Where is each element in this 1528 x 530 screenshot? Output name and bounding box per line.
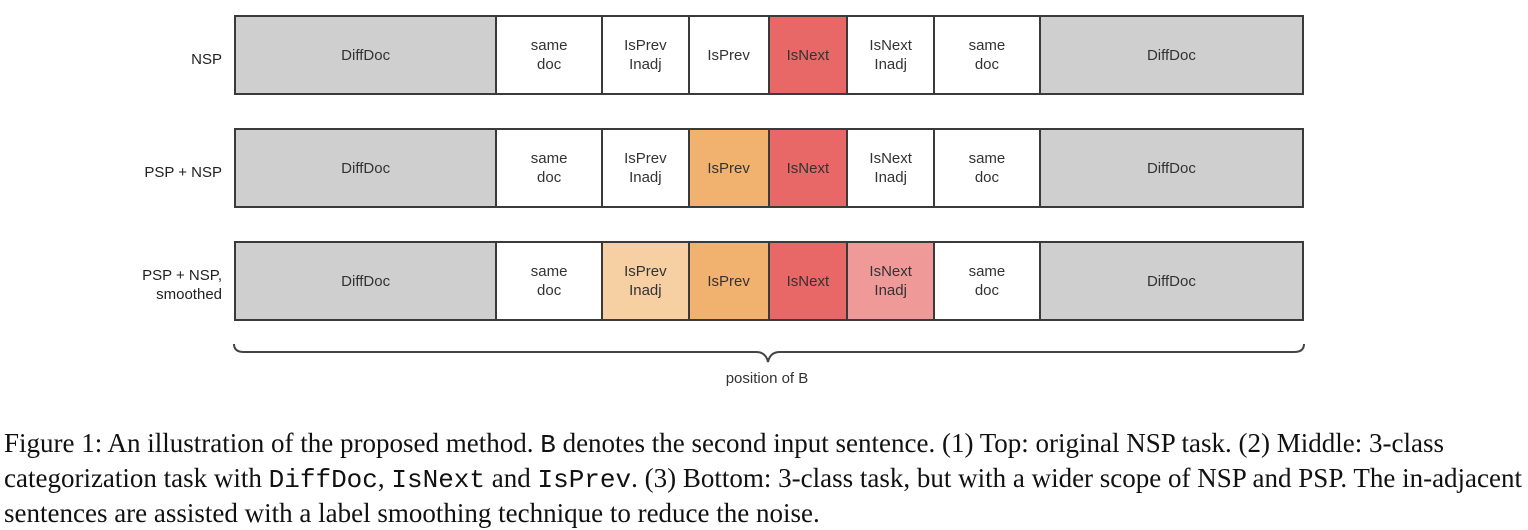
cell-isnext: IsNext <box>769 243 849 319</box>
caption-text: denotes the second input sentence. (1) T… <box>4 428 1445 493</box>
cell-isprev: IsPrev <box>689 17 770 93</box>
cell-isnext: IsNext <box>769 17 849 93</box>
cell-diffdoc: DiffDoc <box>1040 243 1303 319</box>
row-label-nsp: NSP <box>191 51 222 68</box>
cell-isnext-inadj: IsNext Inadj <box>848 130 936 206</box>
figure-caption: Figure 1: An illustration of the propose… <box>4 427 1522 530</box>
cell-diffdoc: DiffDoc <box>236 17 498 93</box>
caption-text: . (3) Bottom: 3-class task, but with a w… <box>4 463 1523 528</box>
cell-isprev-inadj: IsPrev Inadj <box>602 130 690 206</box>
row-psp-nsp: DiffDoc same doc IsPrev Inadj IsPrev IsN… <box>234 128 1304 208</box>
cell-diffdoc: DiffDoc <box>236 130 498 206</box>
caption-text: and <box>485 463 538 493</box>
row-nsp: DiffDoc same doc IsPrev Inadj IsPrev IsN… <box>234 15 1304 95</box>
brace-label: position of B <box>725 370 809 387</box>
cell-isnext-inadj: IsNext Inadj <box>848 243 936 319</box>
cell-same-doc: same doc <box>935 243 1041 319</box>
cell-same-doc: same doc <box>497 130 603 206</box>
row-label-psp-nsp-smoothed: PSP + NSP, smoothed <box>142 267 222 303</box>
caption-text: Figure 1: An illustration of the propose… <box>4 428 541 458</box>
cell-isnext-inadj: IsNext Inadj <box>848 17 936 93</box>
cell-diffdoc: DiffDoc <box>1040 130 1303 206</box>
cell-isnext: IsNext <box>769 130 849 206</box>
cell-same-doc: same doc <box>935 17 1041 93</box>
caption-code-isnext: IsNext <box>391 465 486 495</box>
cell-diffdoc: DiffDoc <box>236 243 498 319</box>
row-psp-nsp-smoothed: DiffDoc same doc IsPrev Inadj IsPrev IsN… <box>234 241 1304 321</box>
caption-code-isprev: IsPrev <box>537 465 632 495</box>
cell-diffdoc: DiffDoc <box>1040 17 1303 93</box>
cell-same-doc: same doc <box>497 243 603 319</box>
cell-isprev-inadj: IsPrev Inadj <box>602 17 690 93</box>
cell-isprev: IsPrev <box>689 243 770 319</box>
method-figure: NSP DiffDoc same doc IsPrev Inadj IsPrev… <box>142 15 1305 387</box>
cell-same-doc: same doc <box>935 130 1041 206</box>
cell-same-doc: same doc <box>497 17 603 93</box>
cell-isprev-inadj: IsPrev Inadj <box>602 243 690 319</box>
caption-text: , <box>377 463 392 493</box>
caption-code-b: B <box>540 430 556 460</box>
cell-isprev: IsPrev <box>689 130 770 206</box>
caption-code-diffdoc: DiffDoc <box>268 465 378 495</box>
position-brace <box>233 343 1305 363</box>
row-label-psp-nsp: PSP + NSP <box>144 164 222 181</box>
